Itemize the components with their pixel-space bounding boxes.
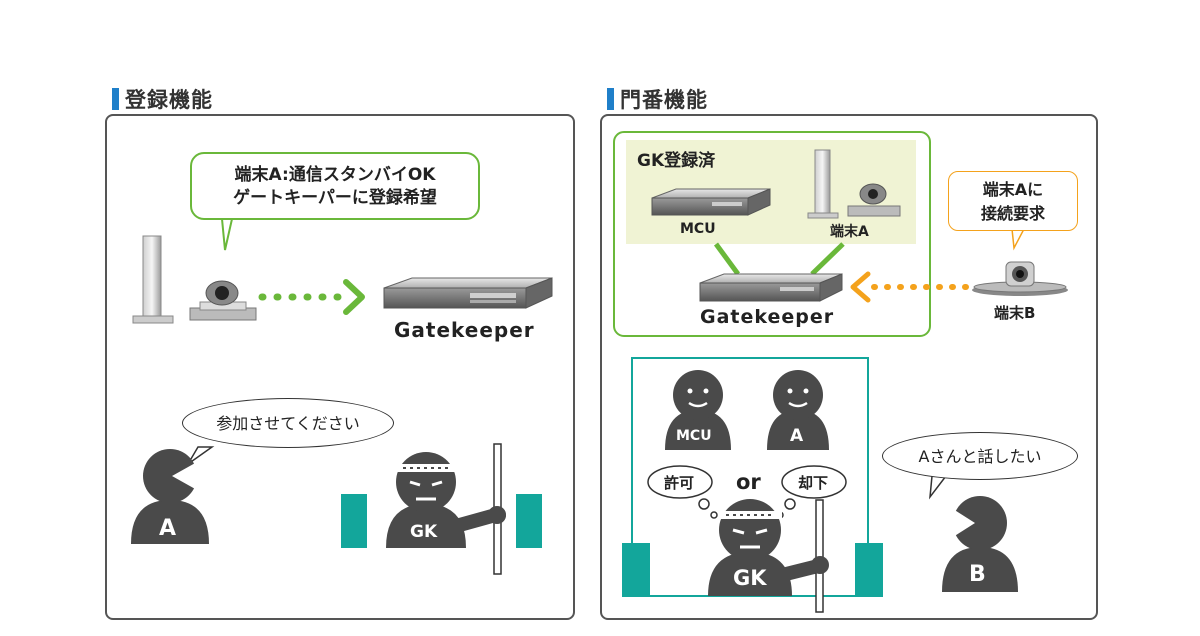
guard-right-label: GK (733, 566, 767, 590)
gatekeeper-label: Gatekeeper (394, 318, 535, 342)
mcu-label: MCU (680, 221, 716, 237)
guard-label: GK (410, 522, 438, 542)
terminal-b-icon (972, 261, 1068, 296)
person-a-icon (131, 449, 209, 544)
terminal-a-label: 端末A (830, 224, 869, 240)
person-b-icon (942, 496, 1018, 592)
thought-allow-icon (647, 465, 718, 519)
person-mcu-icon (665, 370, 731, 450)
person-a-label: A (159, 516, 177, 541)
person-a-right-icon (767, 370, 829, 450)
terminal-a-icon (807, 149, 901, 219)
terminal-monitor-icon (132, 235, 174, 324)
gate-post-right (855, 543, 883, 597)
gate-post-right (516, 494, 542, 548)
gatekeeper-device-icon (383, 277, 553, 309)
connection-request-bubble: 端末Aに 接続要求 (948, 171, 1078, 231)
registration-arrow (258, 279, 365, 315)
gate-bar (815, 499, 824, 613)
person-a-right-label: A (790, 426, 804, 446)
guard-gk-icon (386, 452, 506, 548)
camera-icon (189, 280, 257, 321)
connection-request-arrow (850, 271, 969, 303)
person-mcu-label: MCU (676, 428, 712, 444)
join-request-bubble: 参加させてください (182, 398, 394, 448)
or-label: or (736, 470, 761, 494)
gatekeeping-title: 門番機能 (607, 84, 708, 114)
allow-label: 許可 (664, 474, 695, 492)
gate-post-left (341, 494, 367, 548)
registration-request-bubble: 端末A:通信スタンバイOK ゲートキーパーに登録希望 (190, 152, 480, 220)
mcu-device-icon (651, 188, 771, 216)
link-mcu (713, 242, 741, 276)
person-b-label: B (969, 562, 986, 587)
reject-label: 却下 (798, 474, 829, 492)
title-marker (112, 88, 119, 110)
gk-registered-label: GK登録済 (637, 151, 716, 171)
guard-gk-right-icon (708, 499, 825, 596)
gatekeeper-device-right-icon (699, 273, 843, 302)
gate-post-left (622, 543, 650, 597)
terminal-b-label: 端末B (994, 304, 1036, 322)
title-marker (607, 88, 614, 110)
link-terminal-a (810, 242, 845, 276)
gatekeeper-right-label: Gatekeeper (700, 306, 835, 328)
thought-reject-icon (776, 465, 847, 519)
registration-title: 登録機能 (112, 84, 213, 114)
speech-b-bubble: Aさんと話したい (882, 432, 1078, 480)
